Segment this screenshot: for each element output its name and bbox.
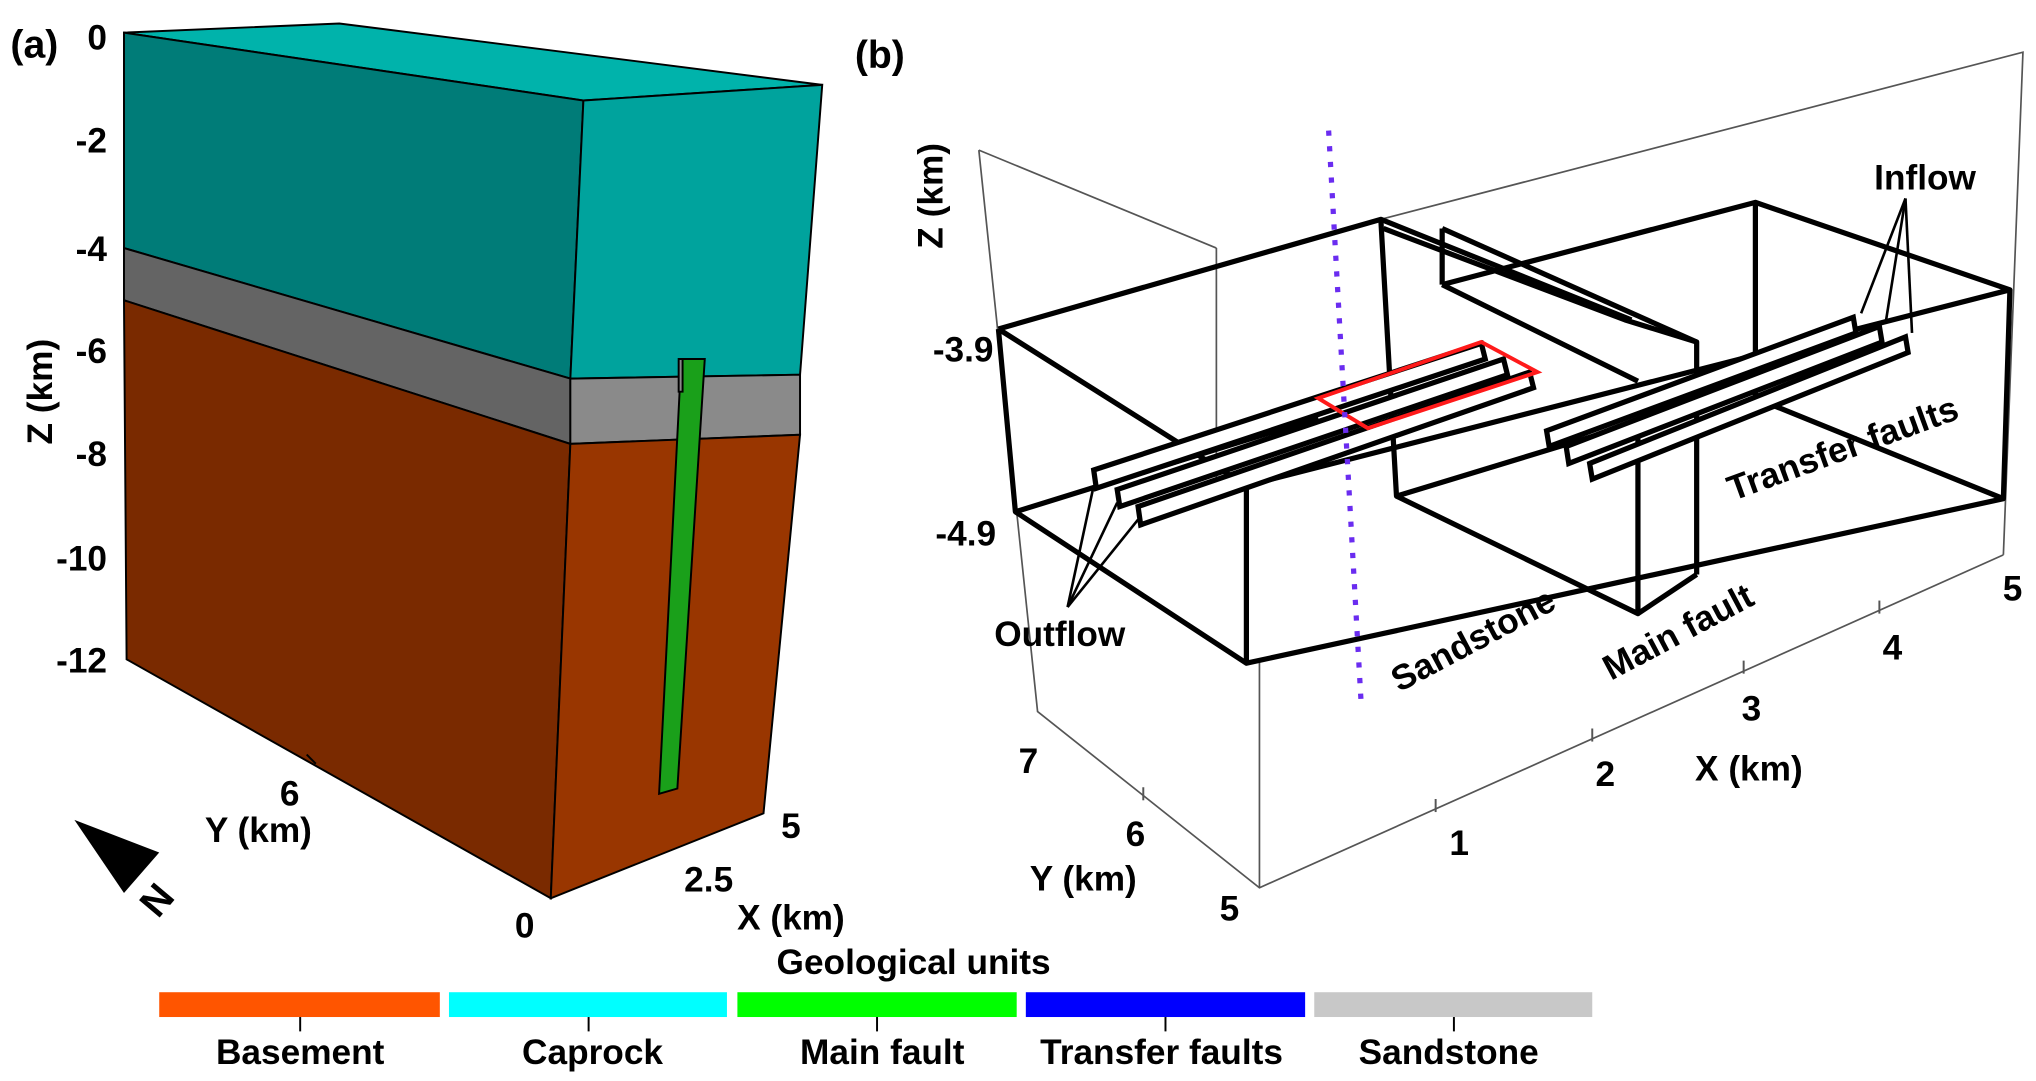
sandstone-label: Sandstone — [1385, 581, 1562, 700]
x-tick: 5 — [2003, 570, 2023, 609]
panel-b-z-axis-title: Z (km) — [911, 143, 950, 249]
main-fault-top — [677, 358, 684, 393]
legend-label: Caprock — [522, 1033, 663, 1072]
caprock-side-face — [569, 83, 824, 380]
legend-label: Transfer faults — [1040, 1033, 1283, 1072]
z-tick: -4.9 — [935, 515, 996, 554]
annotation-leaders — [1066, 197, 1914, 608]
x-tick: 1 — [1449, 824, 1469, 863]
legend-swatch-basement — [159, 992, 440, 1018]
panel-a-y-tick: 6 — [280, 775, 300, 814]
panel-a-x-axis-title: X (km) — [737, 899, 845, 938]
inflow-tube — [1586, 333, 1912, 483]
z-tick: -8 — [76, 435, 107, 474]
panel-b-x-axis-title: X (km) — [1695, 750, 1803, 789]
panel-a-label: (a) — [10, 23, 58, 66]
legend-label: Basement — [216, 1033, 385, 1072]
panel-a-z-axis-title: Z (km) — [21, 339, 60, 445]
panel-a-block-model — [122, 22, 824, 900]
panel-b-y-axis-title: Y (km) — [1030, 859, 1137, 898]
legend-label: Main fault — [800, 1033, 965, 1072]
transfer-fault-tubes — [1090, 313, 1912, 529]
x-tick: 4 — [1883, 628, 1903, 667]
panel-b-label: (b) — [855, 34, 905, 77]
outflow-tube — [1114, 355, 1511, 511]
y-tick: 7 — [1019, 742, 1039, 781]
z-tick: 0 — [87, 19, 107, 58]
z-tick: -10 — [56, 540, 107, 579]
inflow-label: Inflow — [1874, 158, 1976, 197]
legend-swatch-main-fault — [737, 992, 1017, 1018]
x-tick: 3 — [1742, 690, 1762, 729]
panel-b-y-ticks: 7 6 5 — [1019, 742, 1240, 929]
outflow-label: Outflow — [994, 615, 1126, 654]
highlighted-region — [1313, 339, 1543, 431]
z-tick: -12 — [56, 641, 107, 680]
x-tick: 2 — [1596, 755, 1616, 794]
legend-title: Geological units — [777, 943, 1051, 982]
z-tick: -2 — [76, 122, 107, 161]
legend-swatch-caprock — [448, 992, 727, 1018]
z-tick: -4 — [76, 230, 108, 269]
y-tick: 5 — [1220, 889, 1240, 928]
main-fault-label: Main fault — [1596, 576, 1760, 688]
y-tick: 6 — [1126, 815, 1146, 854]
well-trajectory-line — [1326, 130, 1364, 706]
north-label: N — [132, 876, 183, 925]
z-tick: -6 — [76, 332, 107, 371]
z-tick: -3.9 — [933, 331, 994, 370]
north-arrow-icon — [74, 819, 160, 893]
legend-swatch-sandstone — [1314, 992, 1593, 1018]
inflow-tube — [1563, 322, 1885, 468]
panel-a-x-tick: 0 — [515, 906, 535, 945]
legend: Basement Caprock Main fault Transfer fau… — [159, 992, 1593, 1072]
panel-a-x-tick: 5 — [781, 807, 801, 846]
main-fault-plane — [658, 358, 706, 796]
y-tick-mark — [306, 753, 317, 765]
panel-a-y-axis-title: Y (km) — [205, 811, 312, 850]
panel-b-x-ticks: 1 2 3 4 5 — [1449, 570, 2022, 864]
legend-label: Sandstone — [1359, 1033, 1539, 1072]
panel-a-z-ticks: 0 -2 -4 -6 -8 -10 -12 — [56, 19, 107, 681]
legend-swatch-transfer-faults — [1025, 992, 1306, 1018]
panel-a-x-tick: 2.5 — [684, 861, 733, 900]
